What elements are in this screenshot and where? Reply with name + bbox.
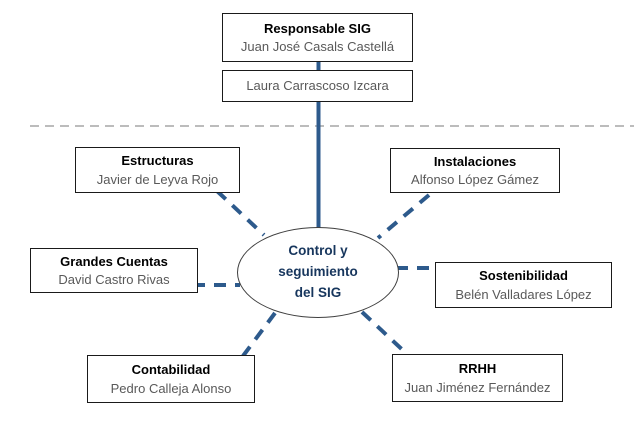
center-ellipse-label: Control y seguimiento del SIG <box>278 243 358 300</box>
node-grandes-cuentas-title: Grandes Cuentas <box>60 253 168 269</box>
node-contabilidad-person: Pedro Calleja Alonso <box>110 380 232 396</box>
node-rrhh-title: RRHH <box>458 361 497 377</box>
node-laura-person: Laura Carrascoso Izcara <box>246 77 389 93</box>
node-contabilidad-title: Contabilidad <box>131 362 211 378</box>
node-grandes-cuentas-person: David Castro Rivas <box>58 272 170 288</box>
connector-instalaciones <box>376 193 431 240</box>
connector-contabilidad <box>241 311 277 358</box>
node-sostenibilidad-person: Belén Valladares López <box>455 286 592 302</box>
node-contabilidad: Contabilidad Pedro Calleja Alonso <box>87 355 255 403</box>
node-grandes-cuentas: Grandes Cuentas David Castro Rivas <box>30 248 198 293</box>
node-responsable-sig: Responsable SIG Juan José Casals Castell… <box>222 13 413 62</box>
node-laura-carrascoso: Laura Carrascoso Izcara <box>222 70 413 102</box>
node-instalaciones-title: Instalaciones <box>433 153 517 169</box>
node-sostenibilidad: Sostenibilidad Belén Valladares López <box>435 262 612 308</box>
connector-rrhh <box>360 310 410 357</box>
node-sostenibilidad-title: Sostenibilidad <box>479 268 568 284</box>
node-instalaciones: Instalaciones Alfonso López Gámez <box>390 148 560 193</box>
node-rrhh-person: Juan Jiménez Fernández <box>404 379 551 395</box>
node-responsable-person: Juan José Casals Castellá <box>240 39 395 55</box>
center-ellipse-control-seguimiento-sig: Control y seguimiento del SIG <box>237 227 399 318</box>
node-instalaciones-person: Alfonso López Gámez <box>411 172 539 188</box>
connector-estructuras <box>215 189 266 237</box>
node-estructuras: Estructuras Javier de Leyva Rojo <box>75 147 240 193</box>
node-responsable-title: Responsable SIG <box>264 20 371 36</box>
node-estructuras-title: Estructuras <box>121 153 194 169</box>
node-rrhh: RRHH Juan Jiménez Fernández <box>392 354 563 402</box>
node-estructuras-person: Javier de Leyva Rojo <box>96 171 219 187</box>
